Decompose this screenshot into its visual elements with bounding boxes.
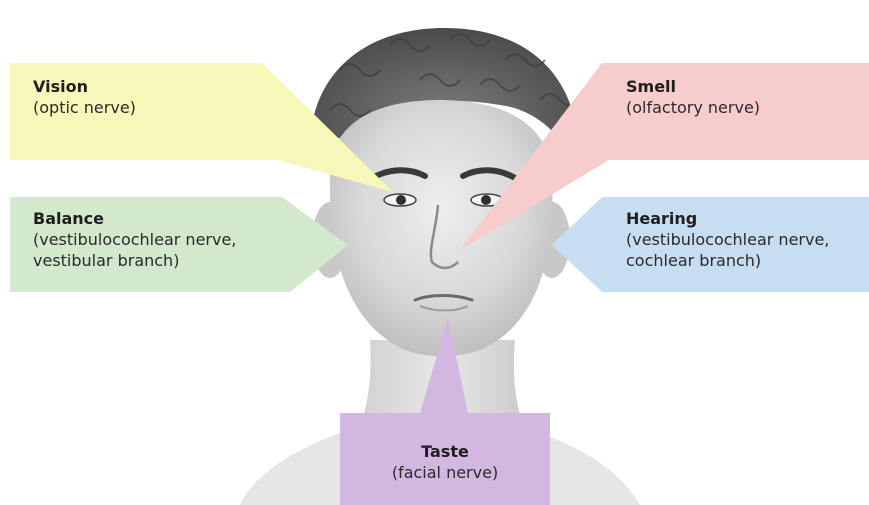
face	[330, 100, 553, 356]
hearing-detail-line1: (vestibulocochlear nerve,	[626, 229, 829, 250]
smell-label: Smell (olfactory nerve)	[626, 76, 760, 118]
smell-detail: (olfactory nerve)	[626, 97, 760, 118]
taste-title: Taste	[340, 441, 550, 462]
hearing-label: Hearing (vestibulocochlear nerve, cochle…	[626, 208, 829, 271]
balance-label: Balance (vestibulocochlear nerve, vestib…	[33, 208, 236, 271]
balance-detail-line2: vestibular branch)	[33, 250, 236, 271]
taste-label: Taste (facial nerve)	[340, 441, 550, 483]
balance-title: Balance	[33, 209, 104, 228]
vision-detail: (optic nerve)	[33, 97, 136, 118]
smell-title: Smell	[626, 77, 676, 96]
vision-label: Vision (optic nerve)	[33, 76, 136, 118]
hearing-title: Hearing	[626, 209, 697, 228]
vision-title: Vision	[33, 77, 88, 96]
taste-detail: (facial nerve)	[340, 462, 550, 483]
hearing-detail-line2: cochlear branch)	[626, 250, 829, 271]
balance-detail-line1: (vestibulocochlear nerve,	[33, 229, 236, 250]
